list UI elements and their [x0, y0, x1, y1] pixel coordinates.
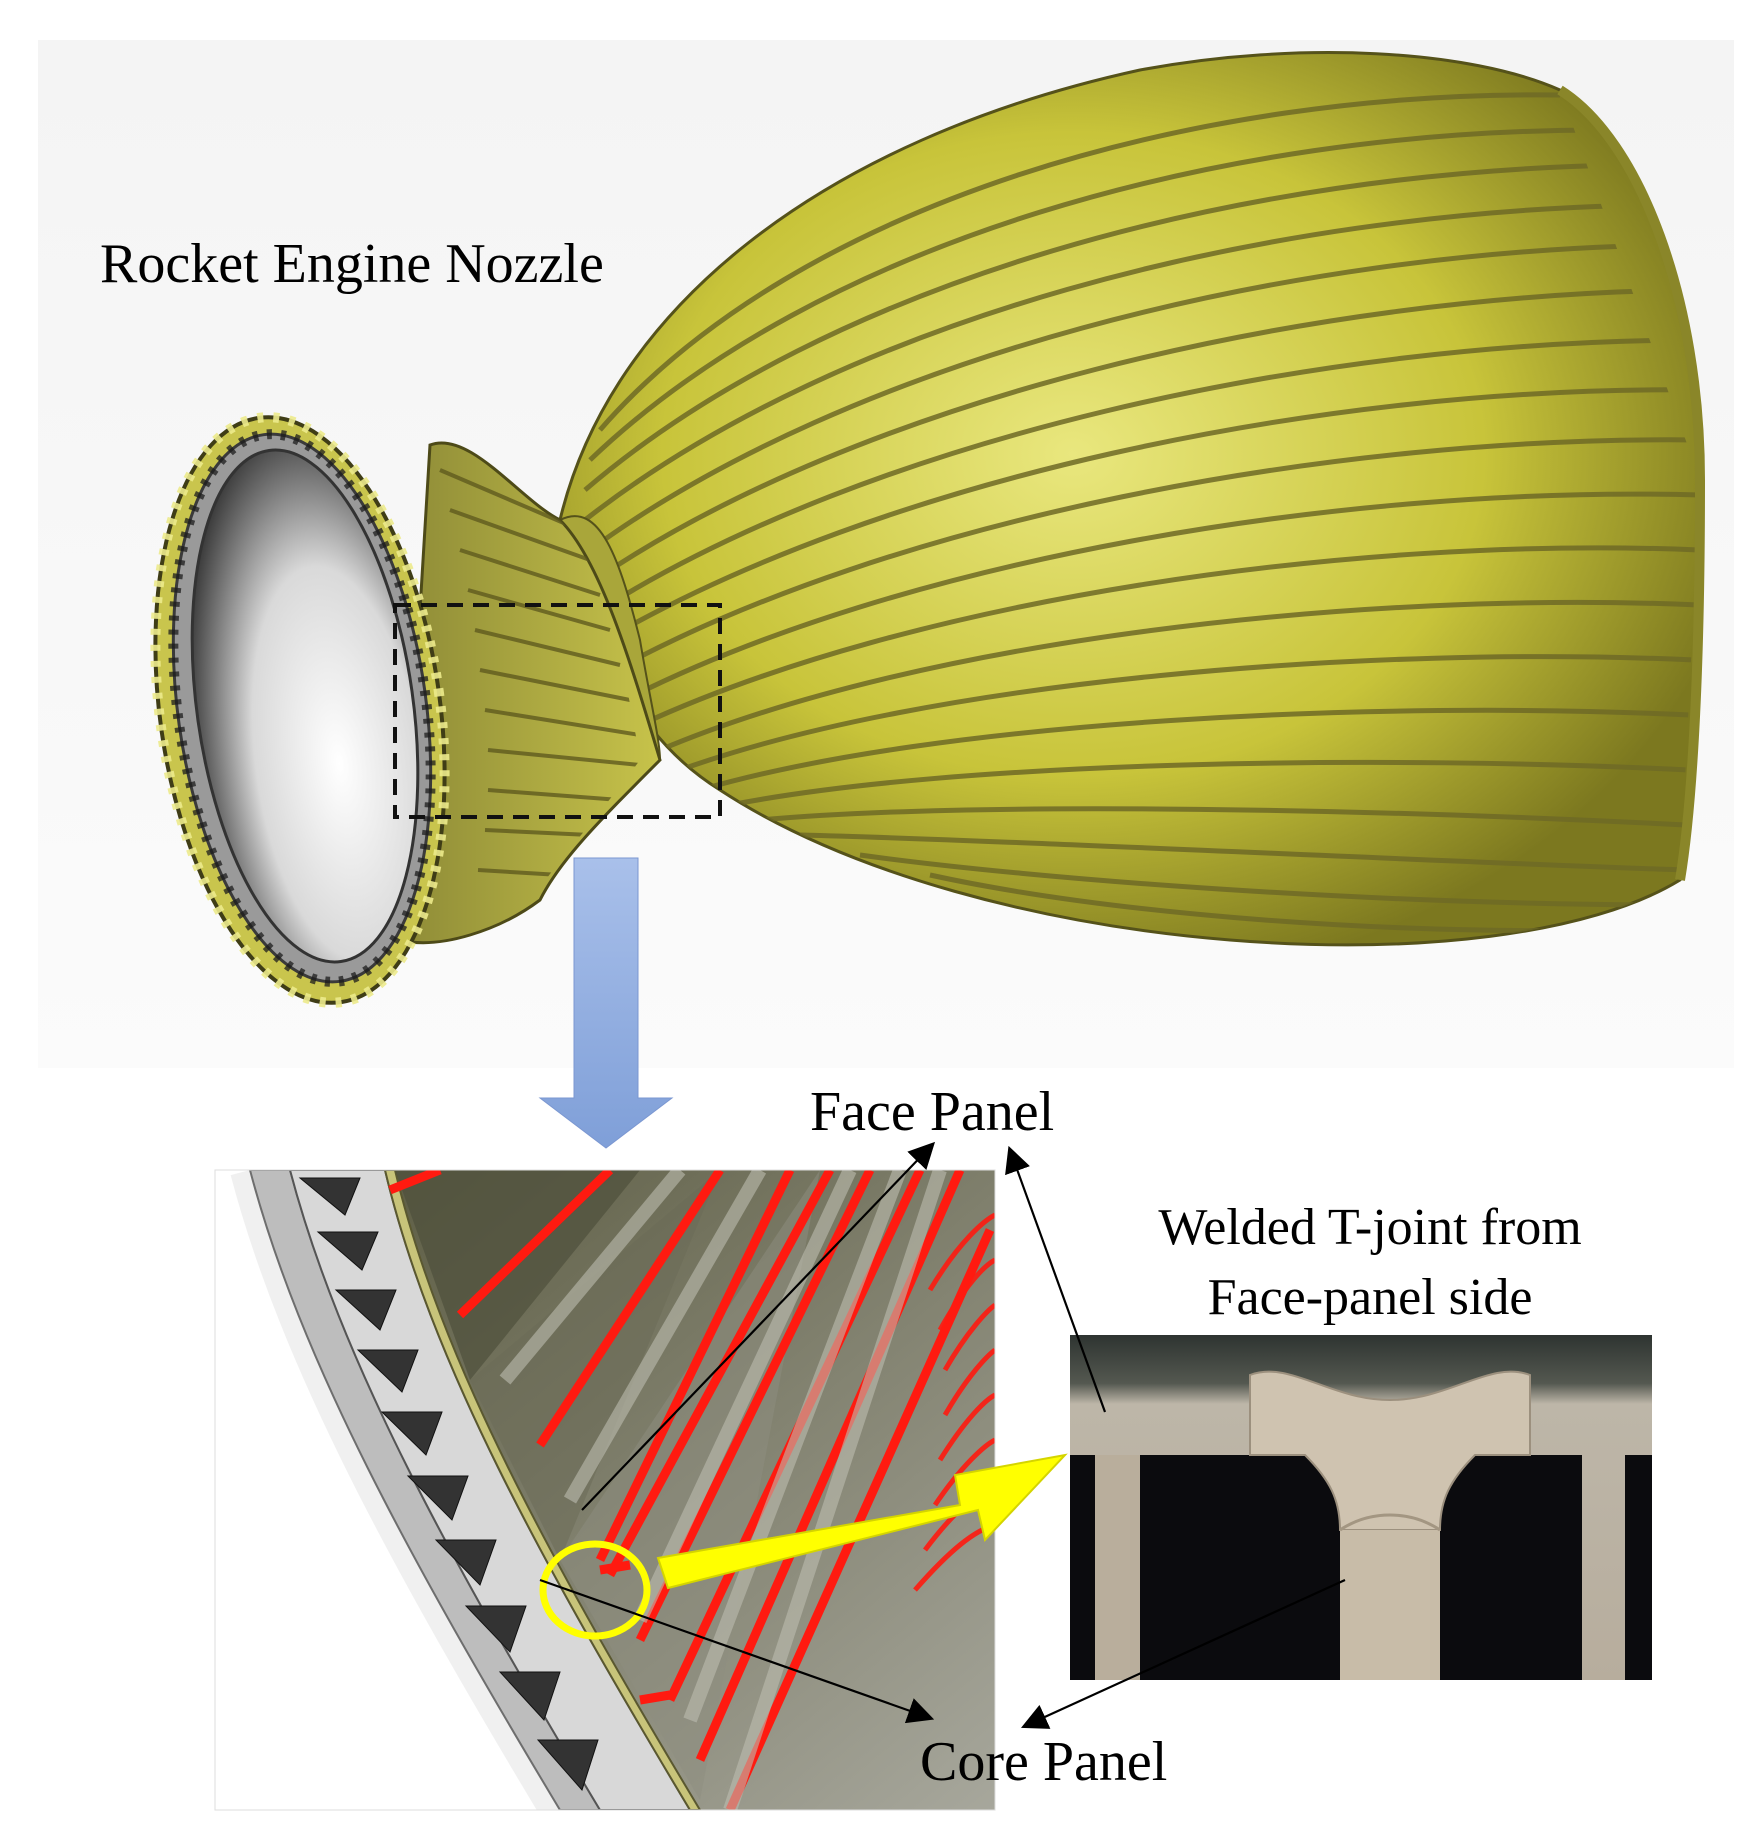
callout-arrow [656, 1453, 1068, 1590]
weld-micrograph [1070, 1335, 1652, 1680]
core-panel-cells [298, 1177, 599, 1791]
zoomed-detail-view [215, 1170, 995, 1810]
nozzle-bell-rim [1557, 85, 1706, 881]
weld-highlight-circle [539, 1540, 651, 1640]
core-panel-label: Core Panel [920, 1731, 1168, 1793]
down-arrow [538, 857, 674, 1149]
nozzle-exit-stripes [439, 468, 640, 877]
detail-selection-box [393, 603, 722, 819]
nozzle-title-label: Rocket Engine Nozzle [100, 233, 604, 295]
leader-lines [539, 1141, 1346, 1729]
welded-joint-label-line2: Face-panel side [1207, 1269, 1533, 1326]
nozzle-bell-stripes [583, 92, 1700, 934]
nozzle-body [150, 51, 1706, 1008]
welded-joint-label-line1: Welded T-joint from [1158, 1199, 1582, 1256]
face-panel-label: Face Panel [810, 1081, 1055, 1143]
nozzle-inner-bore [190, 448, 420, 964]
